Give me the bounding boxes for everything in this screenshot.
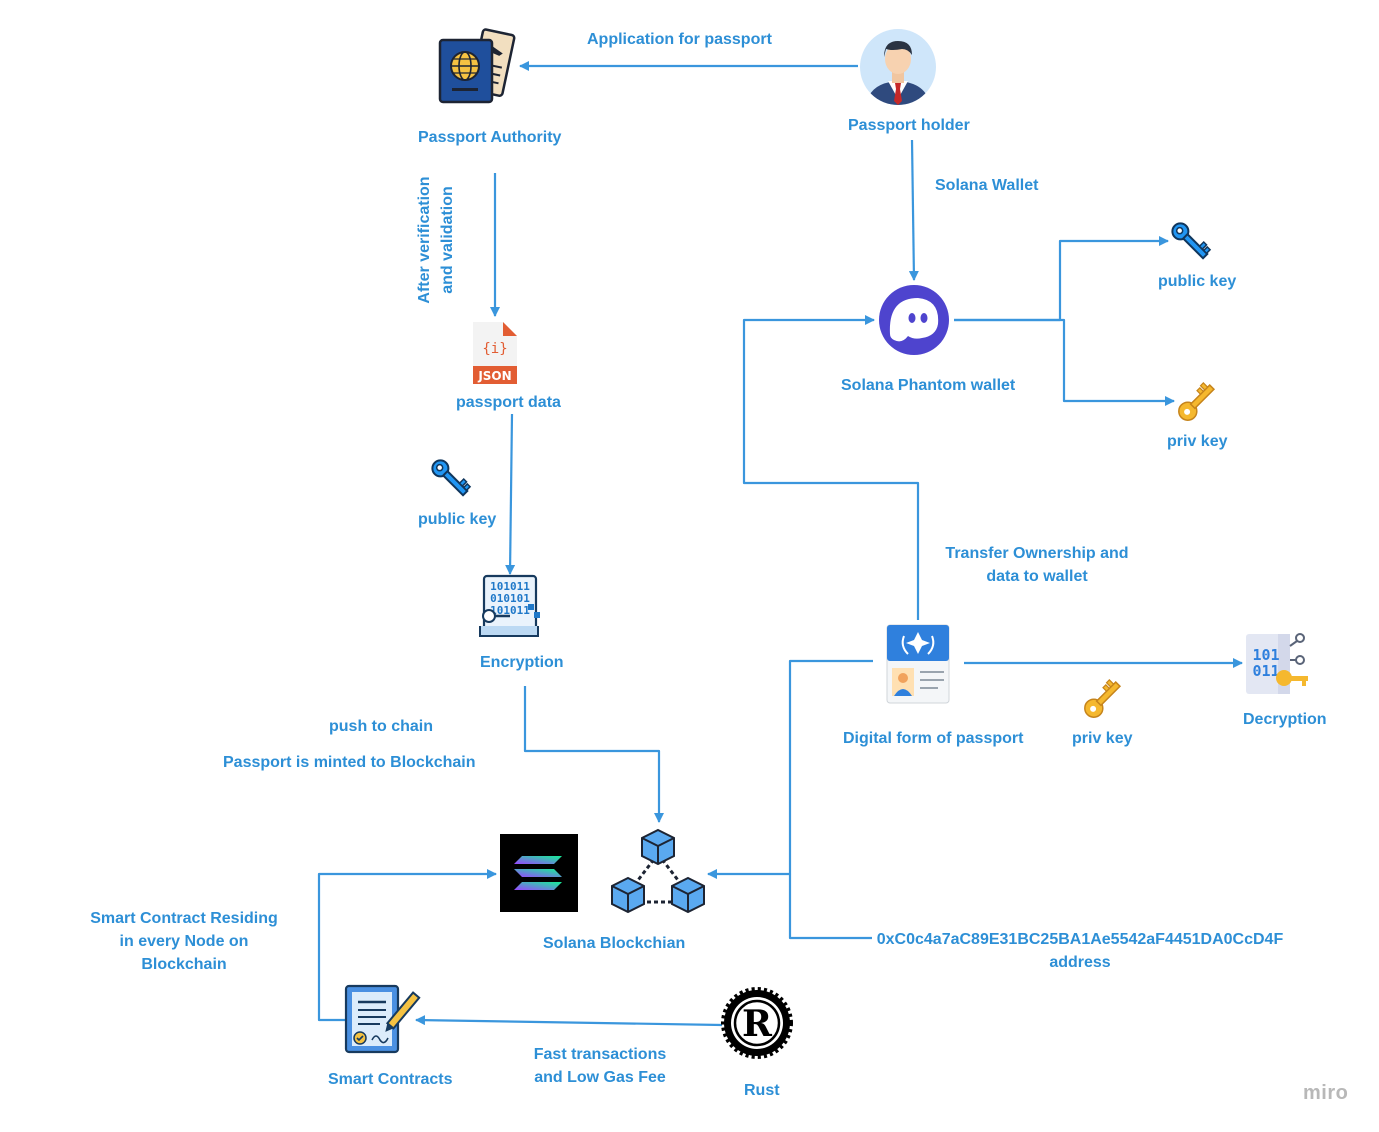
arrow-address-branch: [788, 874, 872, 940]
solana-blockchain-label: Solana Blockchian: [543, 935, 686, 952]
passport-icon: [438, 26, 518, 104]
passport-data-label: passport data: [456, 394, 561, 411]
passport-holder-label: Passport holder: [848, 117, 970, 134]
arrow-wallet-to-priv-key: [954, 318, 1175, 406]
arrow-contracts-to-solana: [317, 869, 497, 1022]
smart-contracts-label: Smart Contracts: [328, 1071, 453, 1088]
fast-transactions-label: Fast transactions and Low Gas Fee: [533, 1046, 667, 1086]
phantom-ghost-icon: [878, 284, 950, 356]
solana-wallet-edge-label: Solana Wallet: [935, 177, 1039, 194]
arrow-encryption-to-blockchain: [523, 686, 664, 823]
svg-text:010101: 010101: [490, 592, 530, 605]
arrow-wallet-to-public-key: [954, 236, 1169, 322]
wallet-address-label: 0xC0c4a7aC89E31BC25BA1Ae5542aF4451DA0CcD…: [874, 928, 1286, 974]
digital-passport-label: Digital form of passport: [843, 730, 1024, 747]
svg-text:{i}: {i}: [482, 341, 507, 357]
priv-key-bottom-label: priv key: [1072, 730, 1133, 747]
verification-edge-label: After verification and validation: [416, 176, 456, 304]
blue-key-icon: [1168, 219, 1214, 265]
address-value: 0xC0c4a7aC89E31BC25BA1Ae5542aF4451DA0CcD…: [876, 931, 1284, 948]
id-card-icon: [886, 624, 950, 704]
decryption-icon: 101 011: [1244, 630, 1310, 696]
transfer-edge-label: Transfer Ownership and data to wallet: [945, 545, 1129, 585]
gold-key-icon: [1080, 676, 1126, 722]
application-edge-label: Application for passport: [587, 31, 772, 48]
phantom-wallet-label: Solana Phantom wallet: [841, 377, 1016, 394]
push-to-chain-label: push to chain: [329, 718, 433, 735]
encryption-label: Encryption: [480, 654, 564, 671]
arrow-holder-to-wallet: [908, 139, 919, 281]
public-key-left-label: public key: [418, 511, 497, 528]
svg-text:011: 011: [1252, 662, 1279, 680]
svg-text:101: 101: [1252, 646, 1279, 664]
decryption-label: Decryption: [1243, 711, 1327, 728]
blockchain-cubes-icon: [610, 828, 706, 918]
passport-authority-label: Passport Authority: [418, 129, 562, 146]
rust-label: Rust: [744, 1082, 780, 1099]
svg-text:101011: 101011: [490, 604, 530, 617]
contract-icon: [344, 982, 421, 1054]
binary-document-icon: 101011 010101 101011: [478, 574, 544, 638]
priv-key-right-label: priv key: [1167, 433, 1228, 450]
solana-logo-icon: [500, 834, 578, 912]
arrow-json-to-encryption: [505, 413, 516, 575]
svg-text:101011: 101011: [490, 580, 530, 593]
public-key-right-label: public key: [1158, 273, 1237, 290]
arrow-rust-to-contracts: [415, 1015, 723, 1027]
smart-contract-residing-label: Smart Contract Residing in every Node on…: [90, 910, 278, 973]
svg-text:JSON: JSON: [477, 369, 511, 383]
minted-label: Passport is minted to Blockchain: [223, 754, 476, 771]
arrow-to-blockchain: [707, 659, 873, 879]
address-caption: address: [1049, 954, 1111, 971]
miro-watermark: miro: [1303, 1082, 1349, 1104]
json-file-icon: {i} JSON: [471, 320, 519, 386]
arrow-passport-to-wallet: [742, 315, 920, 620]
rust-logo-icon: R: [721, 987, 793, 1059]
gold-key-icon: [1174, 379, 1220, 425]
blue-key-icon: [428, 456, 474, 502]
businessman-icon: [858, 27, 938, 107]
svg-text:R: R: [742, 1003, 773, 1045]
